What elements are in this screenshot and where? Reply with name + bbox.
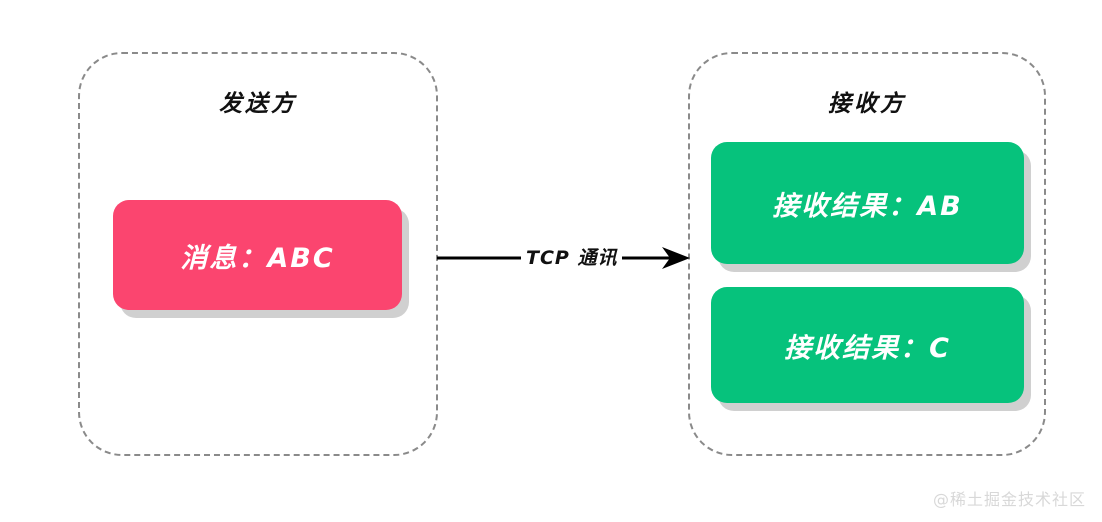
sender-panel-title: 发送方: [219, 91, 297, 117]
receiver-panel-title: 接收方: [828, 91, 906, 117]
tcp-arrow-label: TCP 通讯: [521, 243, 623, 270]
message-box-label: 消息：ABC: [180, 242, 335, 274]
message-box: 消息：ABC: [113, 200, 402, 310]
receive-result-box-2-label: 接收结果：C: [784, 332, 951, 364]
receive-result-box-1-label: 接收结果：AB: [772, 190, 963, 222]
arrow-head-icon: [662, 247, 690, 269]
receive-result-box-1: 接收结果：AB: [711, 142, 1024, 264]
watermark: @稀土掘金技术社区: [932, 490, 1086, 509]
receive-result-box-2: 接收结果：C: [711, 287, 1024, 403]
sender-panel: 发送方: [78, 52, 438, 456]
